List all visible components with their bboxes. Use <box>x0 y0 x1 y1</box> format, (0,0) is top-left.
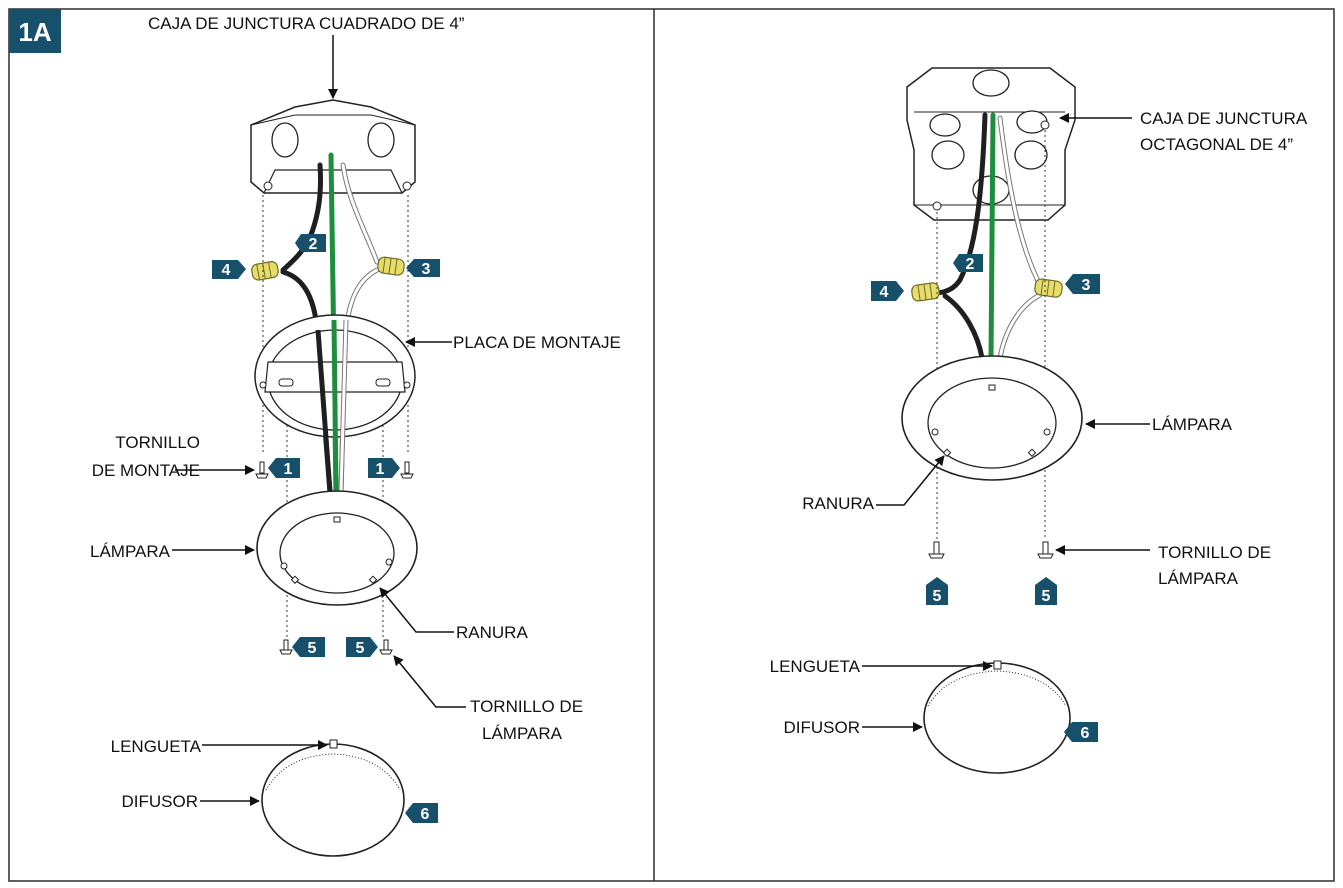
right-slot-label: RANURA <box>802 494 874 513</box>
left-neutral-wire-upper-fill <box>341 163 379 264</box>
left-mount-screw-label-2: DE MONTAJE <box>92 461 200 480</box>
left-plate-label: PLACA DE MONTAJE <box>453 333 621 352</box>
left-step-tag-4: 4 <box>212 260 246 279</box>
left-mount-screw-right <box>400 461 414 479</box>
left-hot-wire-upper <box>280 162 323 273</box>
svg-text:5: 5 <box>308 640 317 657</box>
right-lamp-screw-label-1: TORNILLO DE <box>1158 543 1271 562</box>
right-box-label-2: OCTAGONAL DE 4” <box>1140 135 1293 154</box>
left-lamp-screw-label-2: LÁMPARA <box>482 724 563 743</box>
right-panel: CAJA DE JUNCTURA OCTAGONAL DE 4” LÁMPARA… <box>770 67 1308 774</box>
svg-text:2: 2 <box>966 256 975 273</box>
svg-text:5: 5 <box>933 588 942 605</box>
right-step-tag-4: 4 <box>871 281 904 301</box>
left-lamp-screw-left <box>279 639 293 655</box>
right-slot-arrow <box>876 455 945 506</box>
left-mount-screw-left <box>255 461 269 479</box>
figure-label: 1A <box>18 17 51 47</box>
svg-text:4: 4 <box>880 284 889 301</box>
left-slot-label: RANURA <box>456 623 528 642</box>
right-lamp-screw-left <box>928 541 945 559</box>
svg-text:5: 5 <box>1042 588 1051 605</box>
right-ground-wire <box>988 112 996 361</box>
right-step-tag-5-right: 5 <box>1035 577 1057 605</box>
svg-text:1: 1 <box>376 461 385 478</box>
right-guide-lines <box>936 130 1046 540</box>
left-wire-nut-neutral <box>377 256 405 276</box>
right-lamp-screw-label-2: LÁMPARA <box>1158 569 1239 588</box>
right-lamp <box>901 355 1083 481</box>
left-step-tag-5-right: 5 <box>346 637 378 657</box>
right-step-tag-5-left: 5 <box>926 577 948 605</box>
figure-badge: 1A <box>9 9 61 53</box>
right-tab-label: LENGUETA <box>770 657 861 676</box>
right-lamp-screw-right <box>1037 541 1054 559</box>
left-step-tag-2: 2 <box>295 234 326 253</box>
left-box-label: CAJA DE JUNCTURA CUADRADO DE 4” <box>148 14 465 33</box>
left-step-tag-6: 6 <box>405 803 438 823</box>
left-lamp-screw-arrow <box>393 655 466 708</box>
left-step-tag-1-left: 1 <box>268 458 300 478</box>
right-diffuser <box>923 660 1071 774</box>
svg-text:6: 6 <box>421 806 430 823</box>
square-junction-box <box>250 99 416 194</box>
left-panel: CAJA DE JUNCTURA CUADRADO DE 4” <box>90 14 621 857</box>
right-diffuser-label: DIFUSOR <box>784 718 861 737</box>
svg-text:2: 2 <box>309 236 318 253</box>
left-step-tag-5-left: 5 <box>292 637 325 657</box>
left-wire-nut-hot <box>251 261 279 281</box>
right-wire-nut-hot <box>911 282 940 302</box>
left-slot-arrow <box>379 587 454 633</box>
right-step-tag-3: 3 <box>1065 274 1100 294</box>
panel-border <box>8 8 1335 882</box>
svg-text:3: 3 <box>1082 277 1091 294</box>
left-step-tag-3: 3 <box>406 259 440 278</box>
left-lamp-label: LÁMPARA <box>90 542 171 561</box>
svg-text:5: 5 <box>356 640 365 657</box>
left-mount-screw-label-1: TORNILLO <box>115 433 200 452</box>
left-diffuser-label: DIFUSOR <box>122 792 199 811</box>
left-lamp <box>256 490 418 606</box>
left-lamp-screw-right <box>379 639 393 655</box>
svg-text:1: 1 <box>284 461 293 478</box>
right-wire-nut-neutral <box>1034 278 1063 298</box>
svg-text:3: 3 <box>422 261 431 278</box>
left-step-tag-1-right: 1 <box>368 458 400 478</box>
left-lamp-screw-label-1: TORNILLO DE <box>470 697 583 716</box>
left-tab-label: LENGUETA <box>111 737 202 756</box>
left-diffuser <box>261 739 405 857</box>
svg-text:6: 6 <box>1081 725 1090 742</box>
right-lamp-label: LÁMPARA <box>1152 415 1233 434</box>
right-step-tag-2: 2 <box>953 254 983 273</box>
right-box-label-1: CAJA DE JUNCTURA <box>1140 109 1308 128</box>
svg-text:4: 4 <box>222 262 231 279</box>
right-step-tag-6: 6 <box>1064 722 1098 742</box>
